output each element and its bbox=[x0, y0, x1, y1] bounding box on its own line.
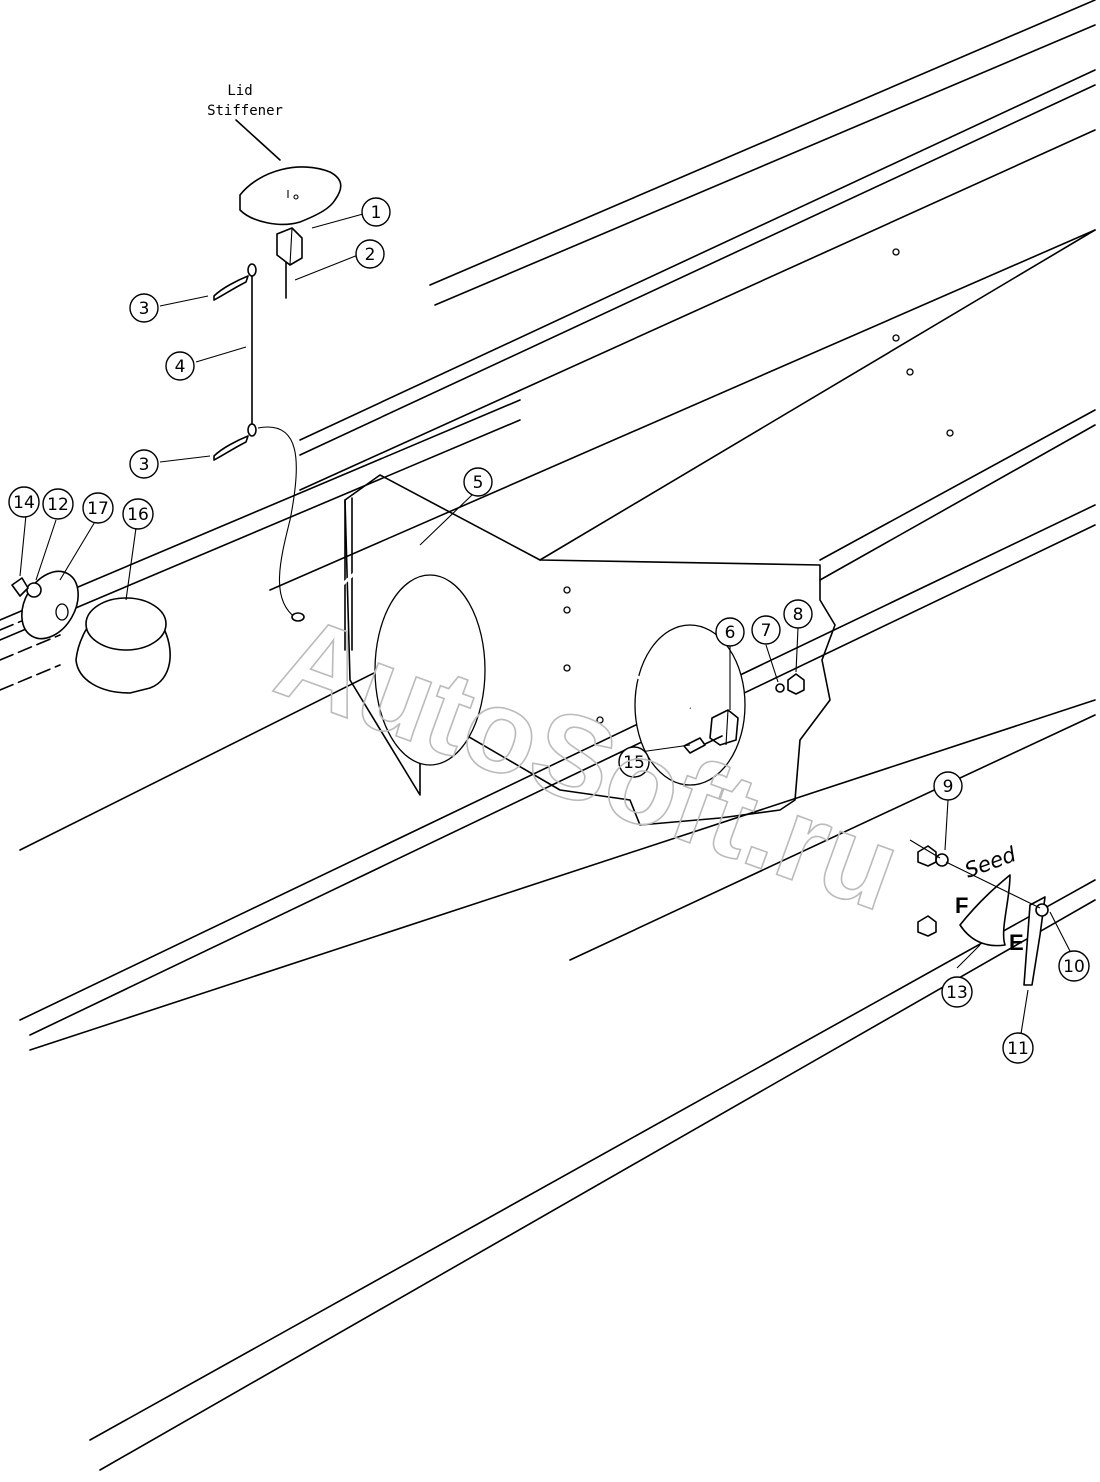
callout-7: 7 bbox=[751, 615, 781, 645]
callout-17: 17 bbox=[82, 492, 114, 524]
svg-text:5: 5 bbox=[473, 473, 484, 493]
lid-stiffener bbox=[213, 119, 342, 619]
watermark: AutoSoft.ru bbox=[261, 590, 916, 936]
svg-text:1: 1 bbox=[371, 203, 382, 223]
svg-text:3: 3 bbox=[139, 455, 150, 475]
callout-16: 16 bbox=[122, 498, 154, 530]
svg-text:15: 15 bbox=[623, 753, 645, 773]
callout-2: 2 bbox=[355, 239, 385, 269]
pivot-bracket bbox=[683, 673, 805, 754]
svg-text:12: 12 bbox=[47, 495, 69, 515]
svg-text:11: 11 bbox=[1007, 1039, 1029, 1059]
svg-text:16: 16 bbox=[127, 505, 149, 525]
callout-1: 1 bbox=[361, 197, 391, 227]
scale-empty-label: E bbox=[1009, 930, 1024, 955]
svg-text:7: 7 bbox=[761, 621, 772, 641]
callout-3-bottom: 3 bbox=[129, 449, 159, 479]
svg-text:4: 4 bbox=[175, 357, 186, 377]
seed-label: Seed bbox=[962, 842, 1020, 883]
callout-14: 14 bbox=[8, 486, 40, 518]
callout-11: 11 bbox=[1002, 1032, 1034, 1064]
callout-5: 5 bbox=[463, 467, 493, 497]
lid-label-line1: Lid bbox=[227, 83, 252, 99]
callout-6: 6 bbox=[715, 617, 745, 647]
callouts: 1 2 3 4 3 5 6 7 8 9 10 11 12 13 14 15 16… bbox=[8, 197, 1090, 1064]
svg-text:8: 8 bbox=[793, 605, 804, 625]
svg-text:10: 10 bbox=[1063, 957, 1085, 977]
svg-text:17: 17 bbox=[87, 499, 109, 519]
float-assembly bbox=[11, 570, 171, 694]
svg-text:14: 14 bbox=[13, 493, 35, 513]
callout-8: 8 bbox=[783, 599, 813, 629]
callout-9: 9 bbox=[933, 771, 963, 801]
callout-10: 10 bbox=[1058, 950, 1090, 982]
svg-text:6: 6 bbox=[725, 623, 736, 643]
callout-3-top: 3 bbox=[129, 293, 159, 323]
seed-gauge: F E Seed bbox=[909, 839, 1049, 986]
scale-full-label: F bbox=[955, 893, 968, 918]
svg-text:13: 13 bbox=[946, 983, 968, 1003]
svg-text:2: 2 bbox=[365, 245, 376, 265]
svg-text:3: 3 bbox=[139, 299, 150, 319]
level-rod bbox=[159, 538, 691, 710]
callout-13: 13 bbox=[941, 976, 973, 1008]
lid-label-line2: Stiffener bbox=[207, 103, 283, 119]
callout-leaders bbox=[19, 213, 1073, 1041]
callout-15: 15 bbox=[618, 746, 650, 778]
side-plate bbox=[344, 248, 954, 826]
callout-4: 4 bbox=[165, 351, 195, 381]
callout-12: 12 bbox=[42, 488, 74, 520]
svg-text:9: 9 bbox=[943, 777, 954, 797]
